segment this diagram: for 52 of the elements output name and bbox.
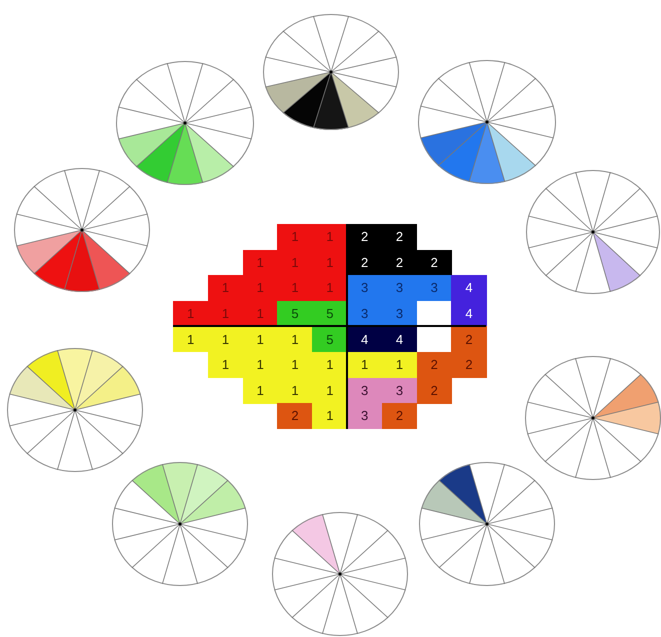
grid-cell: 1	[312, 403, 348, 430]
grid-cell: 2	[382, 250, 418, 276]
grid-cell: 4	[451, 300, 487, 327]
grid-cell: 1	[277, 275, 313, 302]
grid-cell: 1	[242, 352, 278, 378]
grid-cell: 4	[382, 326, 418, 352]
grid-cell: 2	[451, 326, 487, 352]
grid-cell: 1	[277, 326, 313, 352]
grid-cell: 1	[312, 352, 348, 378]
grid-cell: 1	[277, 224, 313, 250]
grid-cell: 1	[277, 250, 313, 276]
grid-cell: 1	[242, 250, 278, 276]
grid-cell: 5	[312, 326, 348, 352]
grid-cell: 1	[173, 300, 208, 327]
grid-cell: 4	[451, 275, 487, 302]
grid-cell: 1	[242, 326, 278, 352]
grid-cell: 2	[382, 224, 418, 250]
grid-cell: 3	[347, 378, 382, 404]
grid-cell: 1	[277, 352, 313, 378]
grid-cell: 1	[173, 326, 208, 352]
grid-cell: 5	[312, 300, 348, 327]
grid-cell: 2	[451, 352, 487, 378]
grid-cell: 2	[416, 352, 452, 378]
grid-cell: 2	[416, 250, 452, 276]
grid-cell: 1	[242, 300, 278, 327]
grid-cell: 3	[382, 275, 418, 302]
grid-cell: 1	[312, 224, 348, 250]
grid-cell: 2	[277, 403, 313, 430]
grid-cell: 1	[242, 275, 278, 302]
grid-cell: 1	[347, 352, 382, 378]
grid-cell: 1	[312, 250, 348, 276]
grid-cell: 5	[277, 300, 313, 327]
grid-cell: 2	[347, 250, 382, 276]
grid-cell: 3	[416, 275, 452, 302]
grid-cell: 1	[208, 352, 244, 378]
grid-cell: 1	[312, 275, 348, 302]
grid-cell: 1	[242, 378, 278, 404]
grid-cell: 2	[347, 224, 382, 250]
grid-cell: 1	[277, 378, 313, 404]
grid-cell: 3	[347, 300, 382, 327]
grid-cell: 1	[312, 378, 348, 404]
grid-cell: 2	[382, 403, 418, 430]
grid-cell: 2	[416, 378, 452, 404]
grid-cell: 3	[382, 300, 418, 327]
grid-cell: 3	[347, 275, 382, 302]
grid-cell: 1	[382, 352, 418, 378]
grid-cell: 1	[208, 275, 244, 302]
grid-cell: 1	[208, 300, 244, 327]
grid-cell: 3	[382, 378, 418, 404]
grid-cell: 1	[208, 326, 244, 352]
grid-cell: 4	[347, 326, 382, 352]
grid-cell: 3	[347, 403, 382, 430]
